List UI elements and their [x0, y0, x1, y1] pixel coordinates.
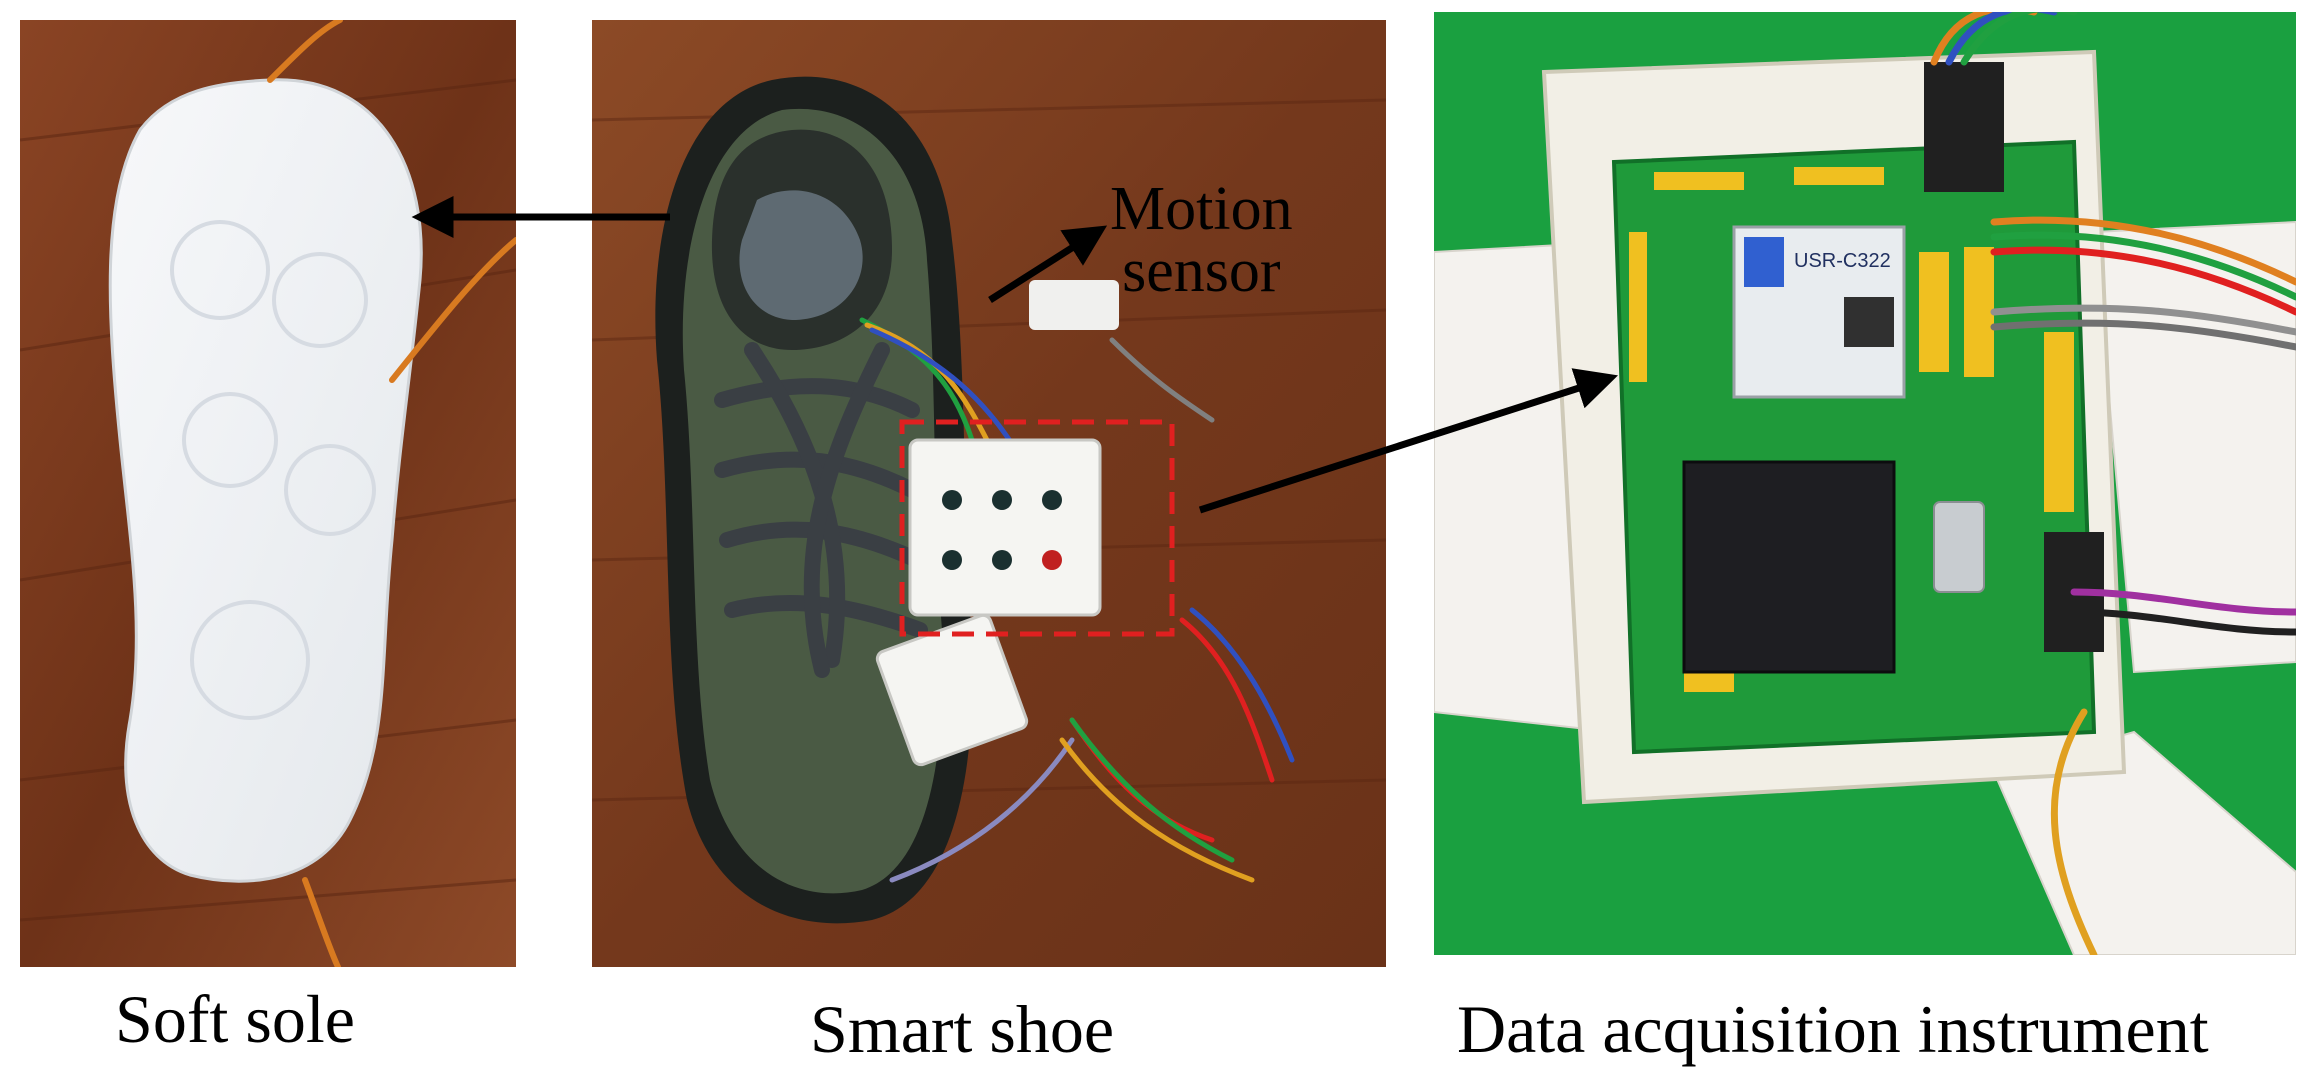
caption-smart-shoe: Smart shoe [810, 991, 1115, 1067]
shoe-wires [859, 317, 1295, 883]
motion-sensor-label-line1: Motion [1110, 175, 1293, 243]
crystal-oscillator [1933, 501, 1985, 593]
highlight-dashed-box [899, 419, 1175, 637]
arrow-box-to-instrument [1198, 368, 1618, 514]
arrow-to-motion-sensor [988, 225, 1108, 303]
motion-sensor-chip [1029, 280, 1119, 330]
motion-sensor-label: Motion sensor [1110, 178, 1293, 302]
module-label: USR-C322 [1794, 250, 1891, 272]
insole [108, 78, 423, 883]
motion-sensor-label-line2: sensor [1122, 237, 1281, 305]
pressure-sensor-pads [170, 220, 376, 720]
pin-headers [1629, 167, 2074, 692]
sole-wires [267, 20, 516, 967]
caption-data-acquisition: Data acquisition instrument [1457, 991, 2209, 1067]
sensor-box-holes [942, 490, 1062, 570]
cable-connector-top [1924, 62, 2004, 192]
data-acquisition-illustration: USR-C322 [1434, 12, 2296, 955]
soft-sole-photo [20, 20, 516, 967]
caption-soft-sole: Soft sole [115, 981, 355, 1057]
shoe-laces [714, 342, 928, 678]
daq-wires [1930, 12, 2296, 955]
data-acquisition-photo: USR-C322 [1434, 12, 2296, 955]
module-logo [1744, 237, 1784, 287]
shoe-insole-tongue [739, 190, 863, 320]
soft-sole-illustration [20, 20, 516, 967]
microcontroller-chip [1682, 460, 1896, 674]
motion-sensor-box [908, 438, 1102, 617]
qr-code [1844, 297, 1894, 347]
